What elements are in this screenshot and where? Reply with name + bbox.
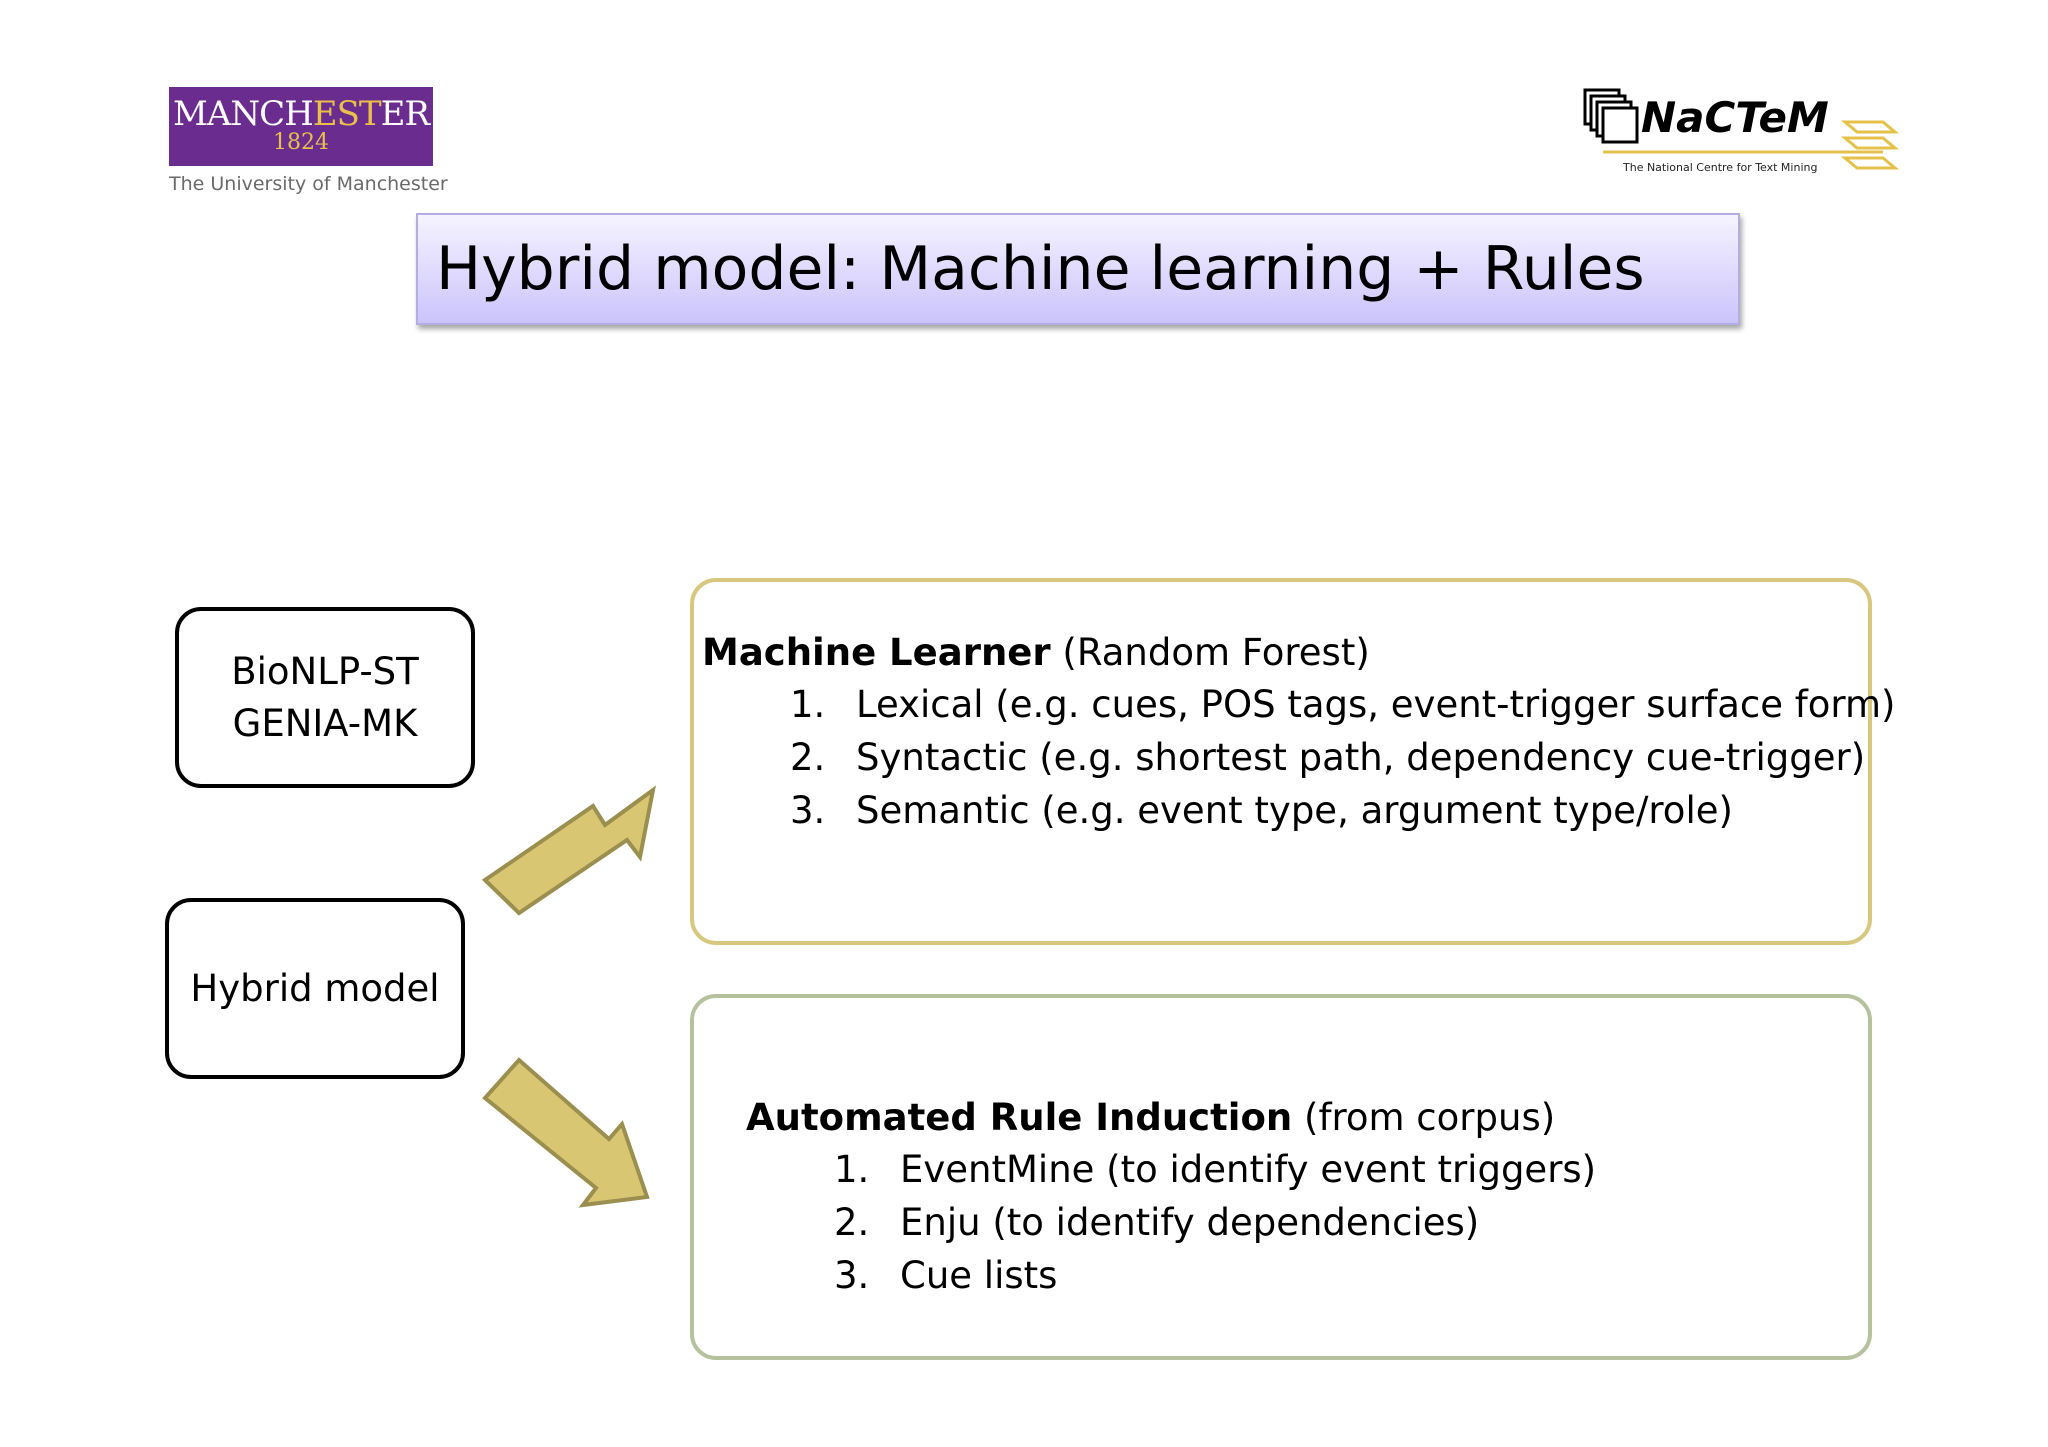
machine-learner-item-2: 2.Syntactic (e.g. shortest path, depende… xyxy=(790,736,1866,779)
nactem-logo: NaCTeM The National Centre for Text Mini… xyxy=(1583,88,1903,182)
slide-title: Hybrid model: Machine learning + Rules xyxy=(436,234,1645,304)
machine-learner-item-3: 3.Semantic (e.g. event type, argument ty… xyxy=(790,789,1733,832)
dataset-name-2: GENIA-MK xyxy=(232,701,418,745)
rule-induction-item-3: 3.Cue lists xyxy=(834,1254,1058,1297)
nactem-emblem-icon xyxy=(1583,88,1900,170)
machine-learner-box: Machine Learner (Random Forest) 1.Lexica… xyxy=(690,578,1895,945)
rule-induction-item-1: 1.EventMine (to identify event triggers) xyxy=(834,1148,1597,1191)
arrow-to-machine-learner-icon xyxy=(481,785,656,916)
university-of-manchester-logo: MANCHESTER 1824 The University of Manche… xyxy=(169,87,448,199)
slide-title-box: Hybrid model: Machine learning + Rules xyxy=(416,213,1740,325)
nactem-wordmark: NaCTeM xyxy=(1641,93,1829,142)
manchester-wordmark: MANCHESTER xyxy=(172,94,430,134)
hybrid-model-label: Hybrid model xyxy=(190,966,440,1010)
arrow-to-rule-induction-icon xyxy=(482,1057,650,1208)
rule-induction-heading: Automated Rule Induction (from corpus) xyxy=(746,1096,1556,1139)
machine-learner-heading: Machine Learner (Random Forest) xyxy=(702,631,1370,674)
hybrid-model-box: Hybrid model xyxy=(165,898,465,1079)
rule-induction-item-2: 2.Enju (to identify dependencies) xyxy=(834,1201,1480,1244)
manchester-subtitle: The University of Manchester xyxy=(169,173,448,195)
manchester-year: 1824 xyxy=(273,130,329,155)
manchester-logo-box: MANCHESTER 1824 xyxy=(169,87,433,166)
rule-induction-box: Automated Rule Induction (from corpus) 1… xyxy=(690,994,1872,1360)
machine-learner-item-1: 1.Lexical (e.g. cues, POS tags, event-tr… xyxy=(790,683,1896,726)
dataset-name-1: BioNLP-ST xyxy=(231,649,419,693)
nactem-subtitle: The National Centre for Text Mining xyxy=(1623,161,1818,174)
dataset-box: BioNLP-ST GENIA-MK xyxy=(175,607,475,788)
